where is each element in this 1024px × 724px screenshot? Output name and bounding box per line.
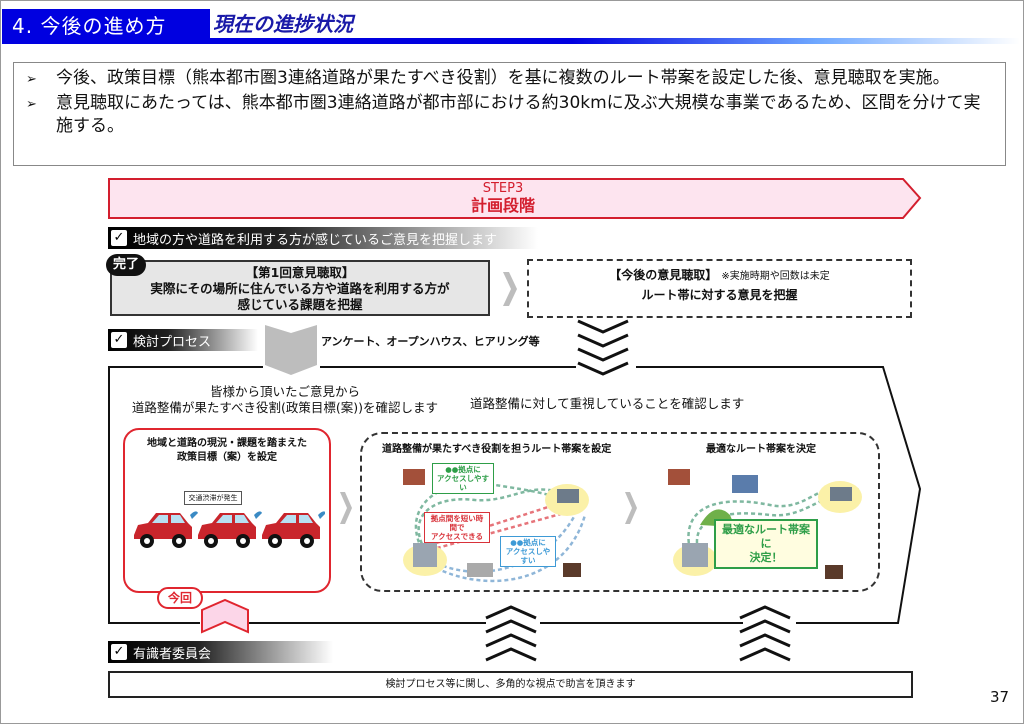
first-hearing-line: 感じている課題を把握 [237, 297, 363, 312]
policy-box-line: 政策目標（案）を設定 [177, 452, 277, 463]
gray-down-arrow-icon [265, 325, 317, 375]
check-icon: ✓ [111, 230, 127, 246]
first-hearing-box: 【第1回意見聴取】 実際にその場所に住んでいる方や道路を利用する方が 感じている… [110, 260, 490, 316]
school-icon [668, 469, 690, 485]
final-callout-line: 最適なルート帯案に [722, 523, 810, 550]
gray-right-arrow-icon [625, 492, 637, 524]
process-strip-label: 検討プロセス [133, 334, 212, 350]
house-icon [825, 565, 843, 579]
up-chevrons-icon [739, 605, 791, 662]
future-hearing-box: 【今後の意見聴取】 ※実施時期や回数は未定 ルート帯に対する意見を把握 [527, 259, 912, 318]
summary-bullet: ➢ 今後、政策目標（熊本都市圏3連絡道路が果たすべき役割）を基に複数のルート帯案… [26, 67, 995, 91]
step-name: 計画段階 [470, 196, 535, 215]
bullet-text: 意見聴取にあたっては、熊本都市圏3連絡道路が都市部における約30kmに及ぶ大規模… [56, 93, 981, 136]
header-underline [205, 38, 1020, 44]
bullet-arrow-icon: ➢ [26, 97, 37, 112]
houses-icon [732, 475, 758, 493]
current-stage-up-arrow-icon [201, 598, 249, 634]
airport-icon [830, 487, 852, 501]
office-building-icon [413, 543, 437, 567]
route-decide-title: 最適なルート帯案を決定 [706, 444, 816, 455]
bullet-arrow-icon: ➢ [26, 72, 37, 87]
route-callout-blue: ●●拠点に アクセスしやすい [500, 536, 556, 567]
section-title: 4. 今後の進め方 [2, 9, 205, 44]
future-hearing-line: ルート帯に対する意見を把握 [641, 288, 798, 302]
airport-icon [557, 489, 579, 503]
traffic-jam-bubble: 交通渋滞が発生 [184, 491, 242, 505]
summary-bullet: ➢ 意見聴取にあたっては、熊本都市圏3連絡道路が都市部における約30kmに及ぶ大… [26, 92, 995, 138]
summary-box: ➢ 今後、政策目標（熊本都市圏3連絡道路が果たすべき役割）を基に複数のルート帯案… [13, 62, 1006, 166]
traffic-jam-cars-illustration [134, 511, 325, 548]
committee-description: 検討プロセス等に関し、多角的な視点で助言を頂きます [108, 671, 913, 698]
page-subtitle: 現在の進捗状況 [213, 12, 353, 36]
route-set-title: 道路整備が果たすべき役割を担うルート帯案を設定 [382, 444, 612, 455]
car-icon [198, 511, 262, 548]
page-number: 37 [990, 688, 1010, 706]
completed-badge: 完了 [106, 254, 146, 276]
factory-icon [467, 563, 493, 577]
current-stage-badge: 今回 [157, 587, 203, 609]
school-icon [403, 469, 425, 485]
policy-goal-box: 地域と道路の現況・課題を踏まえた 政策目標（案）を設定 [123, 428, 331, 593]
process-caption-right: 道路整備に対して重視していることを確認します [470, 396, 745, 411]
process-frame [108, 366, 922, 624]
survey-methods: アンケート、オープンハウス、ヒアリング等 [321, 335, 540, 348]
gray-right-arrow-icon [503, 272, 517, 306]
process-strip: ✓ 検討プロセス [108, 329, 258, 351]
committee-strip: ✓ 有識者委員会 [108, 641, 333, 663]
check-icon: ✓ [111, 332, 127, 348]
first-hearing-title: 【第1回意見聴取】 [245, 265, 355, 280]
optimal-route-map [668, 469, 862, 579]
route-study-box [360, 432, 880, 592]
opinion-strip: ✓ 地域の方や道路を利用する方が感じているご意見を把握します [108, 227, 538, 249]
first-hearing-line: 実際にその場所に住んでいる方や道路を利用する方が [150, 281, 450, 296]
check-icon: ✓ [111, 644, 127, 660]
car-icon [134, 511, 198, 548]
car-icon [262, 511, 325, 548]
office-building-icon [682, 543, 708, 567]
caption-line: 皆様から頂いたご意見から [209, 384, 360, 399]
header-divider [205, 9, 210, 44]
final-callout-line: 決定！ [749, 551, 783, 564]
route-callout-red: 拠点間を短い時間で アクセスできる [424, 512, 490, 543]
step-arrow-shape [108, 178, 922, 219]
house-icon [563, 563, 581, 577]
opinion-strip-label: 地域の方や道路を利用する方が感じているご意見を把握します [133, 232, 498, 248]
bullet-text: 今後、政策目標（熊本都市圏3連絡道路が果たすべき役割）を基に複数のルート帯案を設… [56, 68, 950, 88]
gray-right-arrow-icon [340, 492, 352, 524]
caption-line: 道路整備が果たすべき役割(政策目標(案))を確認します [131, 400, 439, 415]
route-callout-green: ●●拠点に アクセスしやすい [432, 463, 494, 494]
committee-strip-label: 有識者委員会 [133, 646, 212, 662]
future-hearing-title: 【今後の意見聴取】 [609, 268, 718, 282]
step-label: STEP3 計画段階 [108, 181, 898, 216]
future-hearing-note: ※実施時期や回数は未定 [721, 271, 830, 282]
policy-box-line: 地域と道路の現況・課題を踏まえた [147, 438, 307, 449]
process-caption-left: 皆様から頂いたご意見から 道路整備が果たすべき役割(政策目標(案))を確認します [125, 384, 445, 416]
step-number: STEP3 [482, 181, 524, 196]
down-chevrons-icon [577, 319, 629, 376]
optimal-route-callout: 最適なルート帯案に 決定！ [714, 519, 818, 569]
up-chevrons-icon [485, 605, 537, 662]
